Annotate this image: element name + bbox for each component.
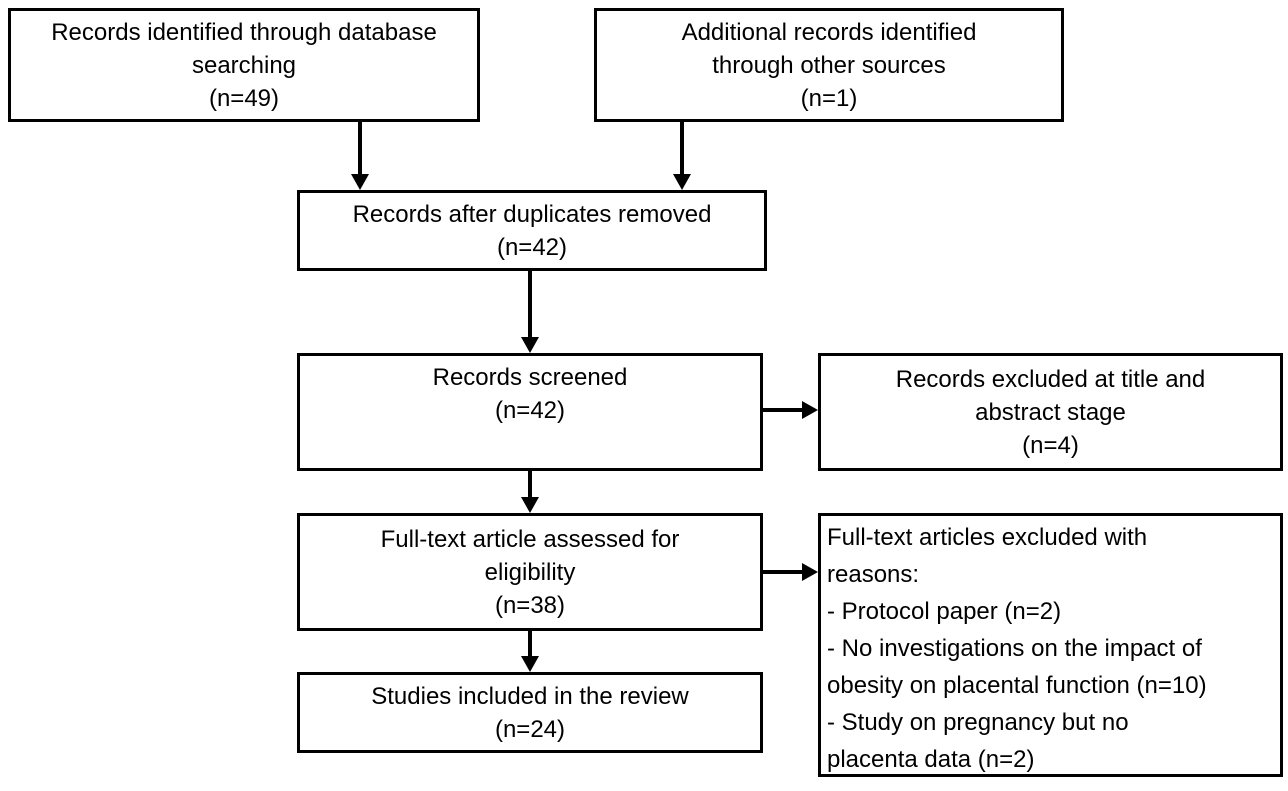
arrow-screened-to-excluded	[763, 408, 802, 412]
box-additional-records: Additional records identified through ot…	[594, 8, 1064, 122]
box-fulltext-excluded-reasons: Full-text articles excluded with reasons…	[818, 513, 1283, 777]
arrow-identified-to-duplicates	[358, 122, 362, 174]
box-records-identified: Records identified through database sear…	[8, 8, 480, 122]
box-fulltext-assessed: Full-text article assessed for eligibili…	[297, 513, 763, 631]
arrow-screened-to-fulltext	[528, 471, 532, 497]
box-after-duplicates-removed: Records after duplicates removed (n=42)	[297, 190, 767, 271]
arrow-duplicates-to-screened	[528, 271, 532, 337]
box-studies-included: Studies included in the review (n=24)	[297, 672, 763, 753]
arrow-fulltext-to-included	[528, 631, 532, 656]
box-records-excluded-title-abstract: Records excluded at title and abstract s…	[818, 353, 1283, 471]
box-records-screened: Records screened (n=42)	[297, 353, 763, 471]
arrow-fulltext-to-excluded	[763, 570, 802, 574]
arrow-other-sources-to-duplicates	[680, 122, 684, 174]
